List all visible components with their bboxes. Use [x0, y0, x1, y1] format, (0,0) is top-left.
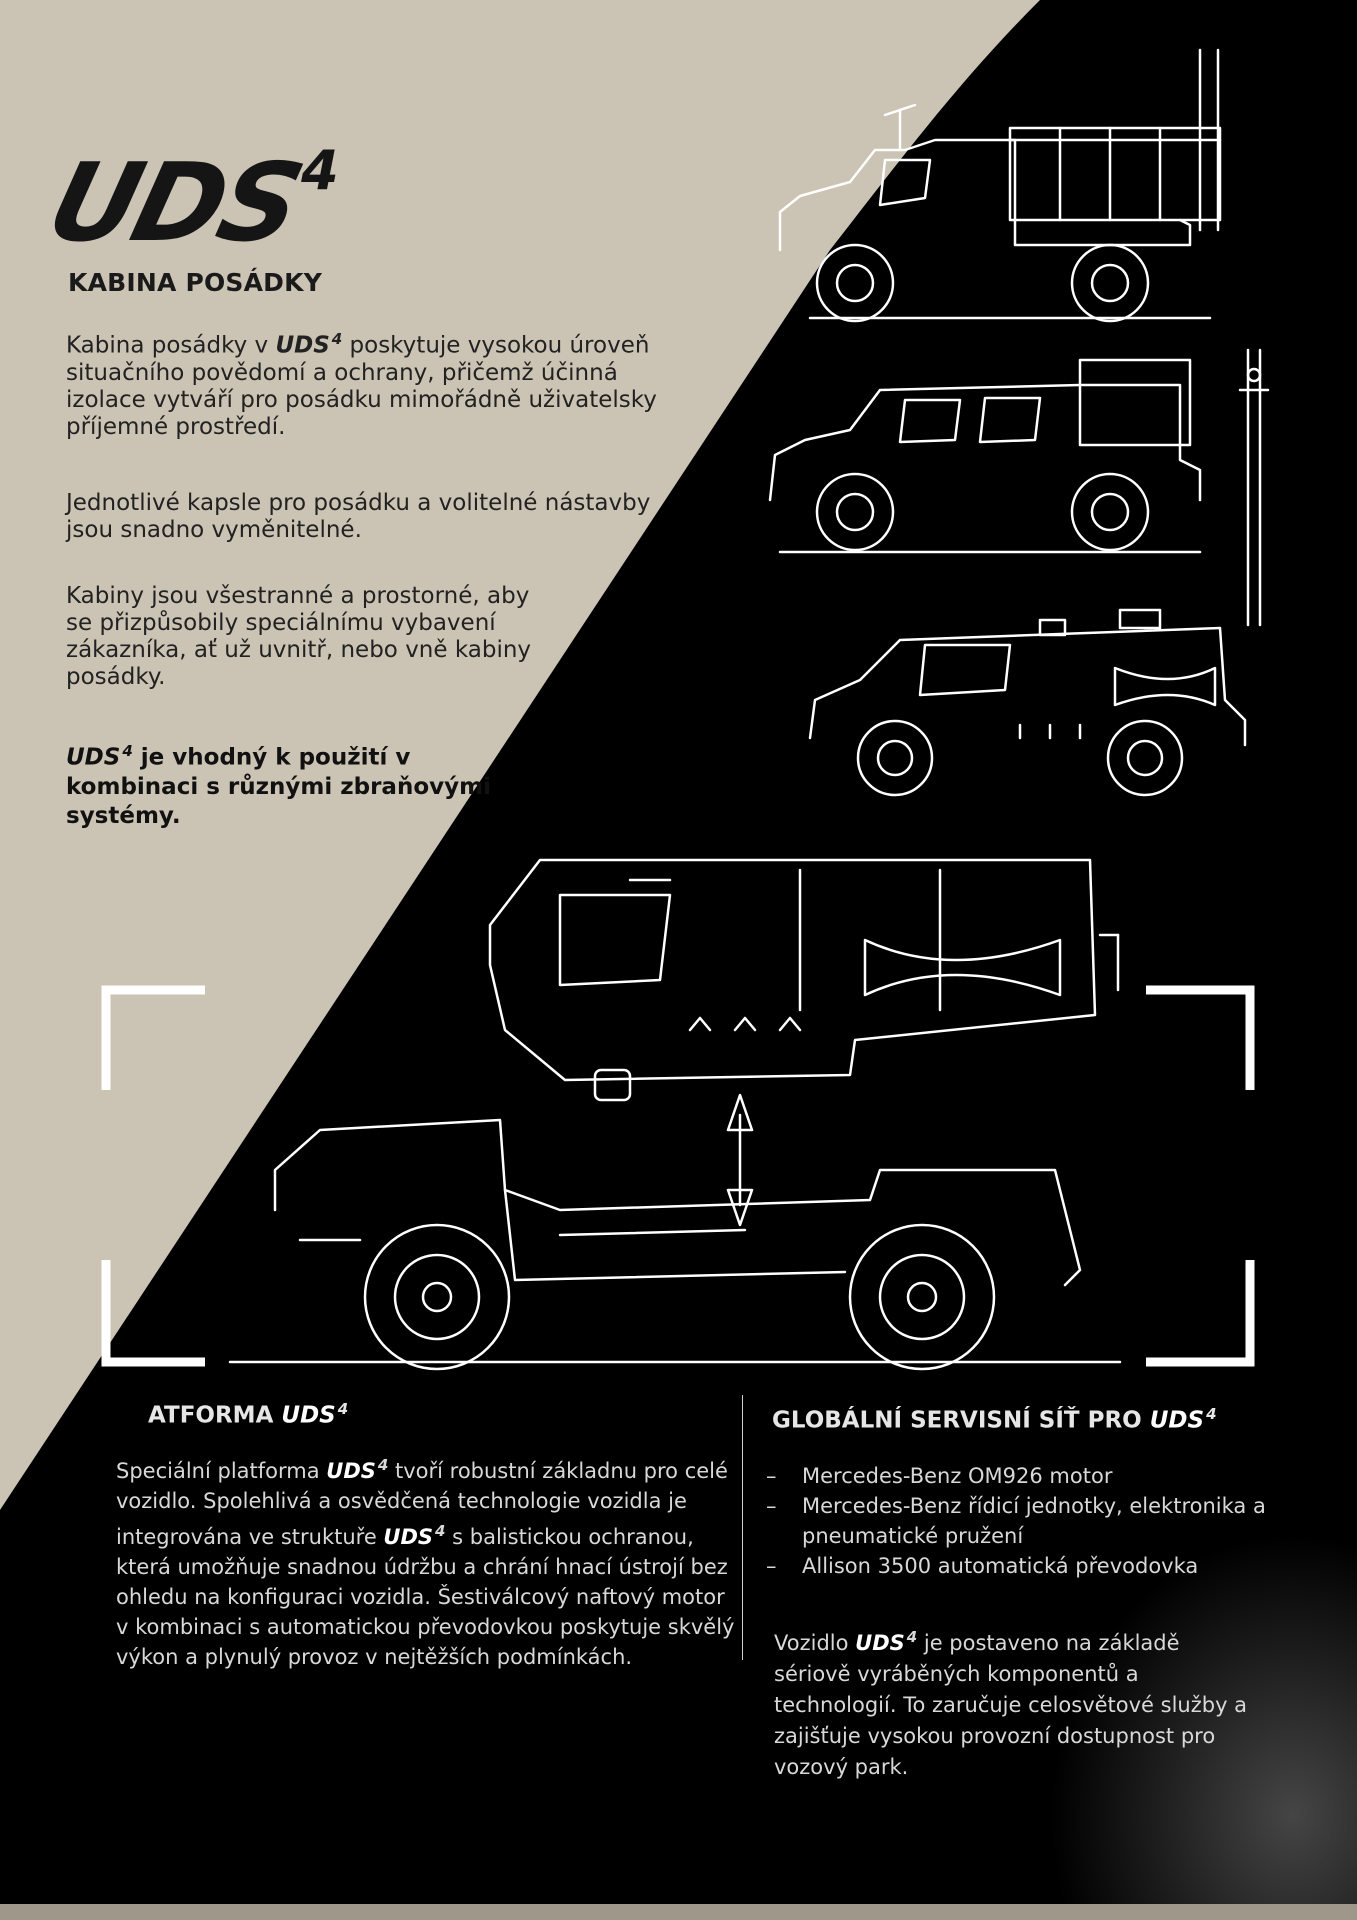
list-item: Mercedes-Benz řídicí jednotky, elektroni… — [766, 1491, 1286, 1551]
crew-capsule-module-icon — [488, 858, 1120, 1102]
column-divider — [742, 1395, 743, 1660]
vehicle-truck-cargo-icon — [778, 48, 1222, 323]
uds4-logo: UDS4 — [37, 141, 339, 266]
vertical-double-arrow-icon — [726, 1093, 754, 1227]
crew-cabin-heading: KABINA POSÁDKY — [68, 268, 323, 297]
vehicle-armored-mast-icon — [808, 608, 1247, 797]
corner-frame-icon — [101, 985, 1255, 1367]
list-item: Allison 3500 automatická převodovka — [766, 1551, 1286, 1581]
chassis-platform-icon — [228, 1118, 1122, 1371]
crew-cabin-paragraph-2: Jednotlivé kapsle pro posádku a voliteln… — [66, 490, 651, 543]
beige-panel — [0, 0, 1040, 1510]
logo-superscript: 4 — [301, 139, 339, 202]
logo-text: UDS — [36, 141, 311, 266]
crew-cabin-paragraph-3: Kabiny jsou všestranné a prostorné, aby … — [66, 583, 532, 690]
service-list: Mercedes-Benz OM926 motor Mercedes-Benz … — [766, 1461, 1286, 1581]
list-item: Mercedes-Benz OM926 motor — [766, 1461, 1286, 1491]
vehicle-crew-cab-pickup-icon — [768, 348, 1270, 627]
